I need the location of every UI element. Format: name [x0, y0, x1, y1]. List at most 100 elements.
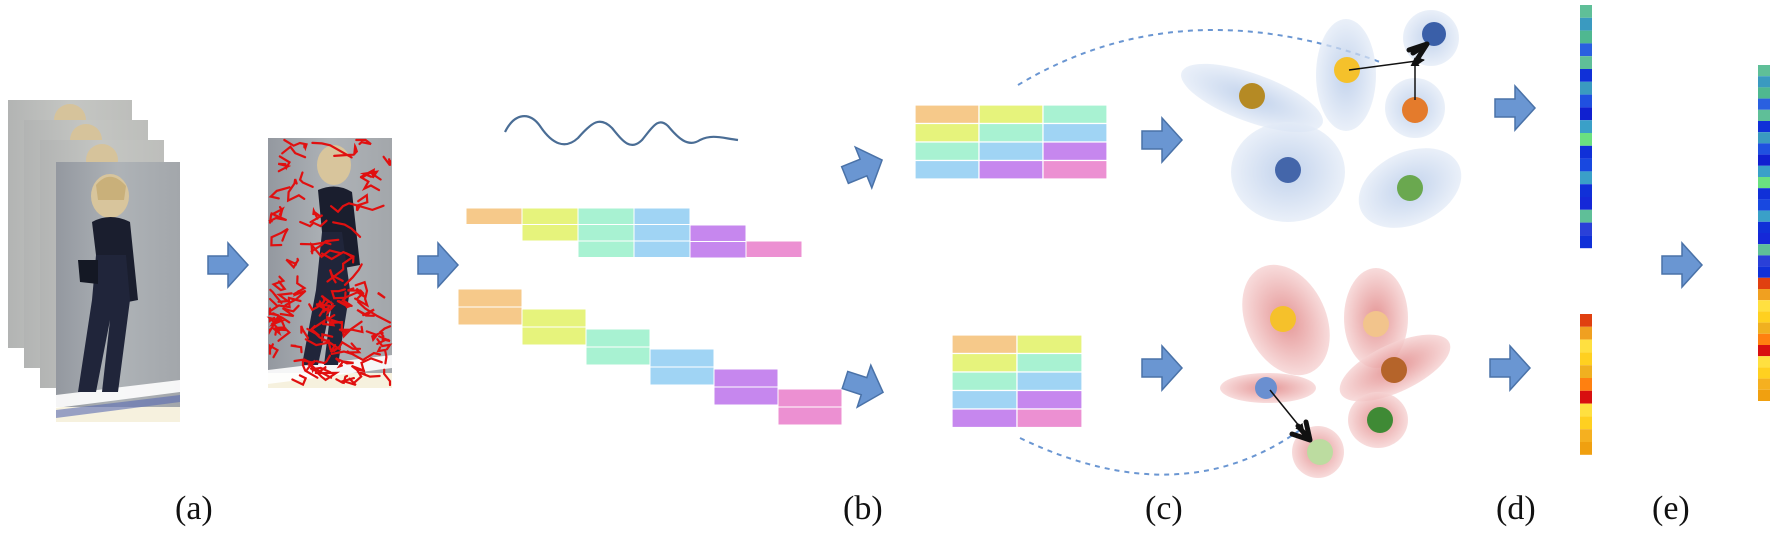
vector-cell [1758, 378, 1770, 390]
matrix-cell [914, 159, 980, 180]
gaussian-clusters-bottom [1220, 264, 1451, 478]
feature-block [777, 406, 843, 426]
vector-cell [1580, 5, 1592, 18]
feature-block [633, 224, 691, 242]
matrix-cell [1016, 389, 1083, 410]
bold-arrowhead-icon [1406, 41, 1430, 61]
trajectory-line [320, 250, 355, 264]
right-arrow-icon [417, 242, 459, 288]
trajectory-line [268, 206, 285, 224]
vector-cell [1580, 352, 1592, 366]
trajectory-line [339, 377, 357, 387]
vector-cell [1758, 76, 1770, 88]
trajectory-line [376, 346, 388, 365]
vector-cell [1758, 289, 1770, 301]
feature-block [777, 388, 843, 408]
vector-cell [1580, 94, 1592, 108]
trajectory-line [365, 330, 384, 342]
lower-right-arrow-icon [837, 358, 891, 415]
vector-cell [1580, 390, 1592, 404]
feature-block [577, 224, 635, 242]
vector-cell [1758, 210, 1770, 222]
matrix-cell [978, 141, 1044, 162]
vector-cell [1758, 244, 1770, 256]
cluster-center [1307, 439, 1333, 465]
vector-cell [1580, 326, 1592, 340]
trajectory-line [359, 171, 382, 192]
matrix-cell [951, 408, 1018, 429]
trajectory-line [332, 221, 362, 238]
trajectory-line [290, 344, 303, 354]
feature-block [521, 308, 587, 328]
trajectory-frame [266, 138, 393, 388]
trajectory-line [277, 155, 292, 173]
trajectory-line [326, 314, 344, 325]
vector-cell [1758, 277, 1770, 289]
vector-cell [1758, 221, 1770, 233]
trajectory-line [355, 138, 372, 146]
feature-block [457, 288, 523, 308]
trajectory-line [285, 257, 300, 270]
matrix-cell [978, 122, 1044, 143]
vector-cell [1580, 145, 1592, 159]
trajectory-line [359, 371, 381, 378]
matrix-cell [1016, 371, 1083, 392]
vector-cell [1580, 56, 1592, 69]
matrix-cell [1042, 104, 1108, 125]
vector-cell [1580, 314, 1592, 327]
concatenated-vector [1758, 65, 1770, 401]
cluster-center [1334, 57, 1360, 83]
trajectory-line [329, 343, 341, 354]
trajectory-line [382, 368, 392, 387]
trajectory-line [307, 359, 333, 379]
vector-cell [1580, 184, 1592, 197]
vector-cell [1758, 367, 1770, 379]
trajectory-line [309, 206, 324, 224]
trajectory-line [299, 219, 328, 228]
trajectory-line [354, 280, 370, 308]
trajectory-line [336, 300, 353, 309]
matrix-cell [1016, 408, 1083, 429]
bold-arrowhead-icon [1289, 419, 1313, 443]
trajectory-line [270, 227, 289, 247]
vector-cell [1580, 222, 1592, 236]
feature-matrix-bottom [951, 334, 1083, 429]
feature-block [713, 386, 779, 406]
dashed-link-bottom [1019, 429, 1301, 476]
matrix-cell [951, 334, 1018, 355]
vector-cell [1758, 389, 1770, 401]
cluster-center [1381, 357, 1407, 383]
cluster-center [1397, 175, 1423, 201]
panel-label-c: (c) [1145, 490, 1183, 527]
trajectory-line [333, 142, 359, 157]
trajectory-line [377, 292, 386, 299]
vector-cell [1758, 109, 1770, 121]
trajectory-line [274, 326, 291, 342]
gaussian-clusters-top [1181, 10, 1462, 228]
vector-cell [1758, 177, 1770, 189]
vector-cell [1758, 188, 1770, 200]
matrix-cell [951, 371, 1018, 392]
trajectory-line [343, 263, 363, 286]
vector-cell [1758, 98, 1770, 110]
trajectory-line [268, 186, 291, 200]
feature-block [521, 326, 587, 346]
trajectory-line [268, 307, 291, 324]
trajectory-line [376, 335, 391, 345]
matrix-cell [1042, 141, 1108, 162]
vector-cell [1758, 345, 1770, 357]
vector-cell [1758, 356, 1770, 368]
trajectory-line [343, 288, 367, 299]
feature-block [649, 348, 715, 368]
cluster-center [1422, 22, 1446, 46]
vector-cell [1580, 378, 1592, 391]
right-arrow-icon [1141, 345, 1183, 391]
panel-label-a: (a) [175, 490, 213, 527]
vector-cell [1758, 121, 1770, 133]
vector-cell [1580, 158, 1592, 172]
feature-blocks-bottom [457, 288, 843, 426]
encoding-vector-top [1580, 5, 1592, 249]
trajectory-line [286, 178, 306, 203]
right-arrow-icon [1661, 242, 1703, 288]
